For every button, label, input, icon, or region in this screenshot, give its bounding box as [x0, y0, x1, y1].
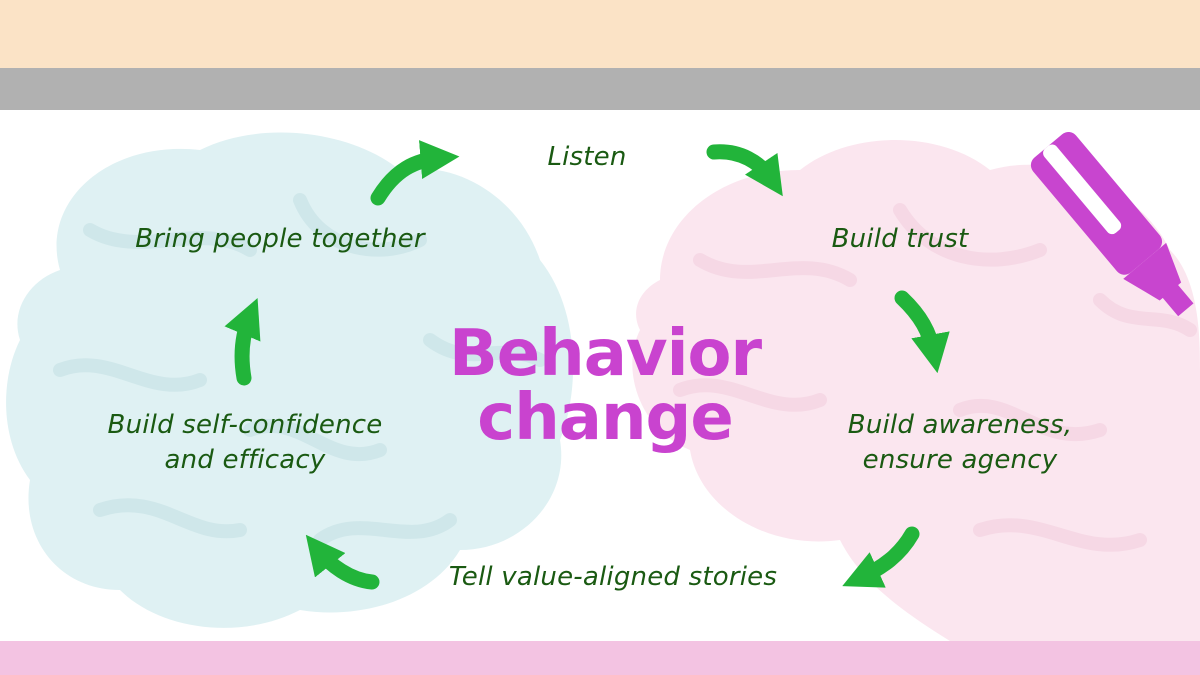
curved-arrow-icon: [706, 144, 783, 197]
curved-arrow-icon: [894, 290, 950, 374]
step-build-self-confidence-line2: and efficacy: [164, 445, 326, 476]
top-band: [0, 0, 1200, 68]
step-build-awareness-line1: Build awareness,: [847, 410, 1073, 440]
diagram-canvas: Listen Build trust Build awareness, ensu…: [0, 110, 1200, 641]
curved-arrow-icon: [842, 526, 920, 588]
step-bring-people-together: Bring people together: [135, 224, 425, 254]
step-build-trust: Build trust: [831, 224, 969, 254]
step-tell-stories: Tell value-aligned stories: [448, 562, 778, 592]
curved-arrow-icon: [305, 534, 380, 590]
marker-icon: [1030, 132, 1194, 317]
diagram-background: [6, 132, 1200, 641]
step-listen: Listen: [547, 142, 627, 172]
bottom-band: [0, 641, 1200, 675]
diagram-title-line1: Behavior: [448, 317, 762, 391]
gray-band: [0, 68, 1200, 110]
diagram-title-line2: change: [477, 381, 733, 455]
right-brain-icon: [632, 140, 1200, 641]
diagram-title: Behavior change: [420, 322, 790, 450]
step-build-self-confidence: Build self-confidence and efficacy: [80, 408, 410, 478]
left-brain-icon: [6, 132, 574, 628]
curved-arrow-icon: [224, 298, 261, 386]
step-build-self-confidence-line1: Build self-confidence: [107, 410, 383, 440]
curved-arrow-icon: [370, 140, 460, 206]
step-build-awareness: Build awareness, ensure agency: [820, 408, 1100, 478]
step-build-awareness-line2: ensure agency: [862, 445, 1058, 476]
